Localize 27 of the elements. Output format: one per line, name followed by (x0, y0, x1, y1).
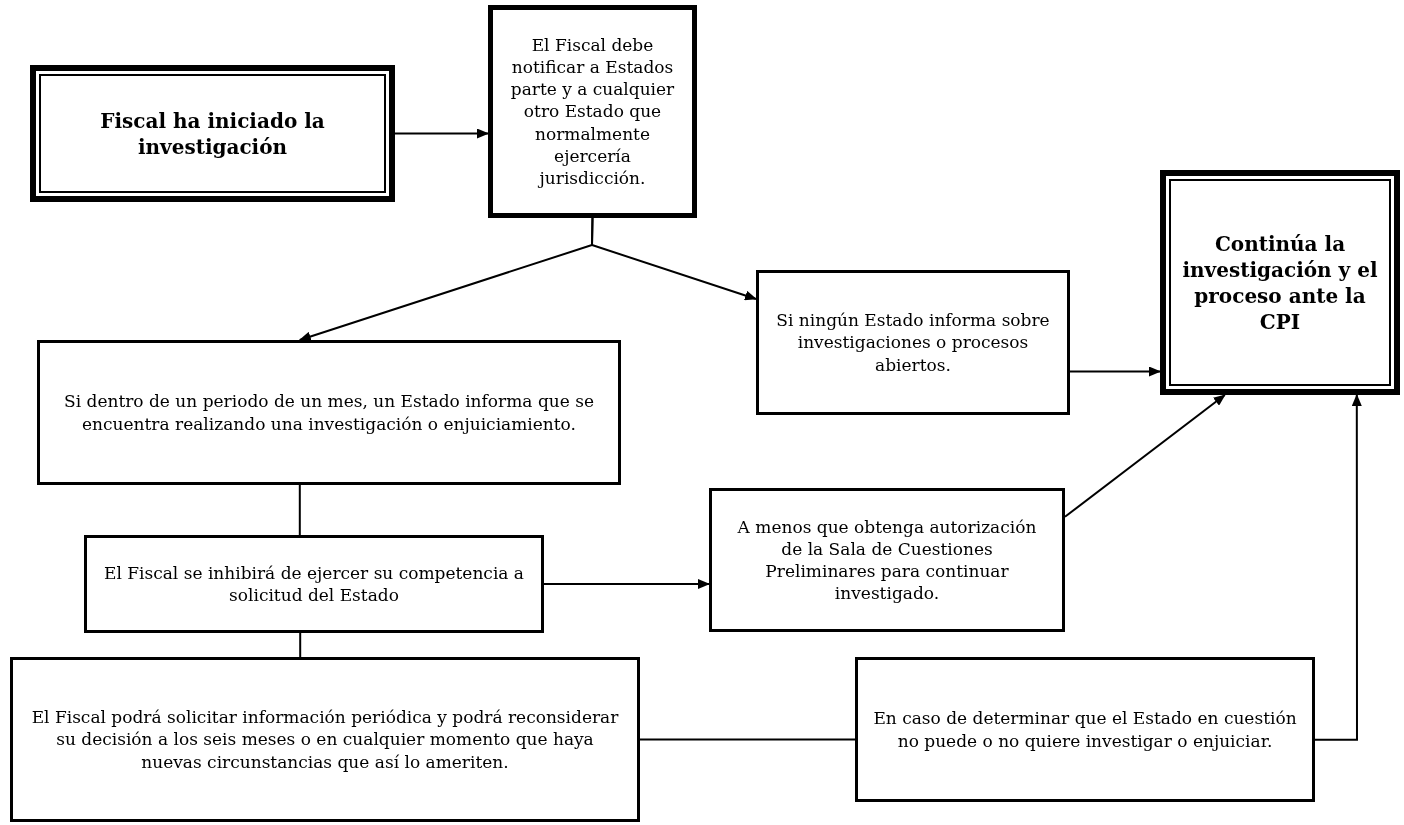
box-text: Si dentro de un periodo de un mes, un Estado informa que se encuentra realizando una investigación o enjuiciamiento. (63, 390, 595, 435)
connector-line (639, 738, 856, 741)
process-box (84, 535, 544, 633)
arrow (1314, 394, 1362, 741)
arrow (591, 217, 757, 301)
double-border-box (30, 65, 395, 202)
process-box (709, 488, 1065, 632)
process-box (488, 5, 697, 218)
box-text: El Fiscal debe notificar a Estados parte y a cualquier otro Estado que normalmente ejercería jurisdicción. (509, 34, 676, 189)
box-text: Fiscal ha iniciado la investigación (99, 107, 326, 160)
box-text: En caso de determinar que el Estado en cuestión no puede o no quiere investigar o enjuiciar. (872, 707, 1298, 752)
arrow (1064, 394, 1226, 518)
box-text: El Fiscal se inhibirá de ejercer su competencia a solicitud del Estado (103, 561, 525, 607)
double-border-box (1160, 170, 1400, 395)
arrow (1069, 366, 1161, 377)
box-text: A menos que obtenga autorización de la Sala de Cuestiones Preliminares para continuar investigado. (736, 515, 1038, 605)
box-text: El Fiscal podrá solicitar información periódica y podrá reconsiderar su decisión a los seis meses o en cualquier momento que haya nuevas circunstancias que así lo ameriten. (30, 706, 620, 773)
process-box (37, 340, 621, 485)
box-text: Continúa la investigación y el proceso ante la CPI (1181, 230, 1379, 335)
process-box (756, 270, 1070, 415)
arrow (543, 579, 710, 589)
box-text: Si ningún Estado informa sobre investigaciones o procesos abiertos. (775, 309, 1051, 376)
process-box (10, 657, 640, 822)
arrow (394, 128, 489, 139)
connector-line (298, 484, 301, 536)
connector-line (299, 632, 302, 658)
process-box (855, 657, 1315, 802)
